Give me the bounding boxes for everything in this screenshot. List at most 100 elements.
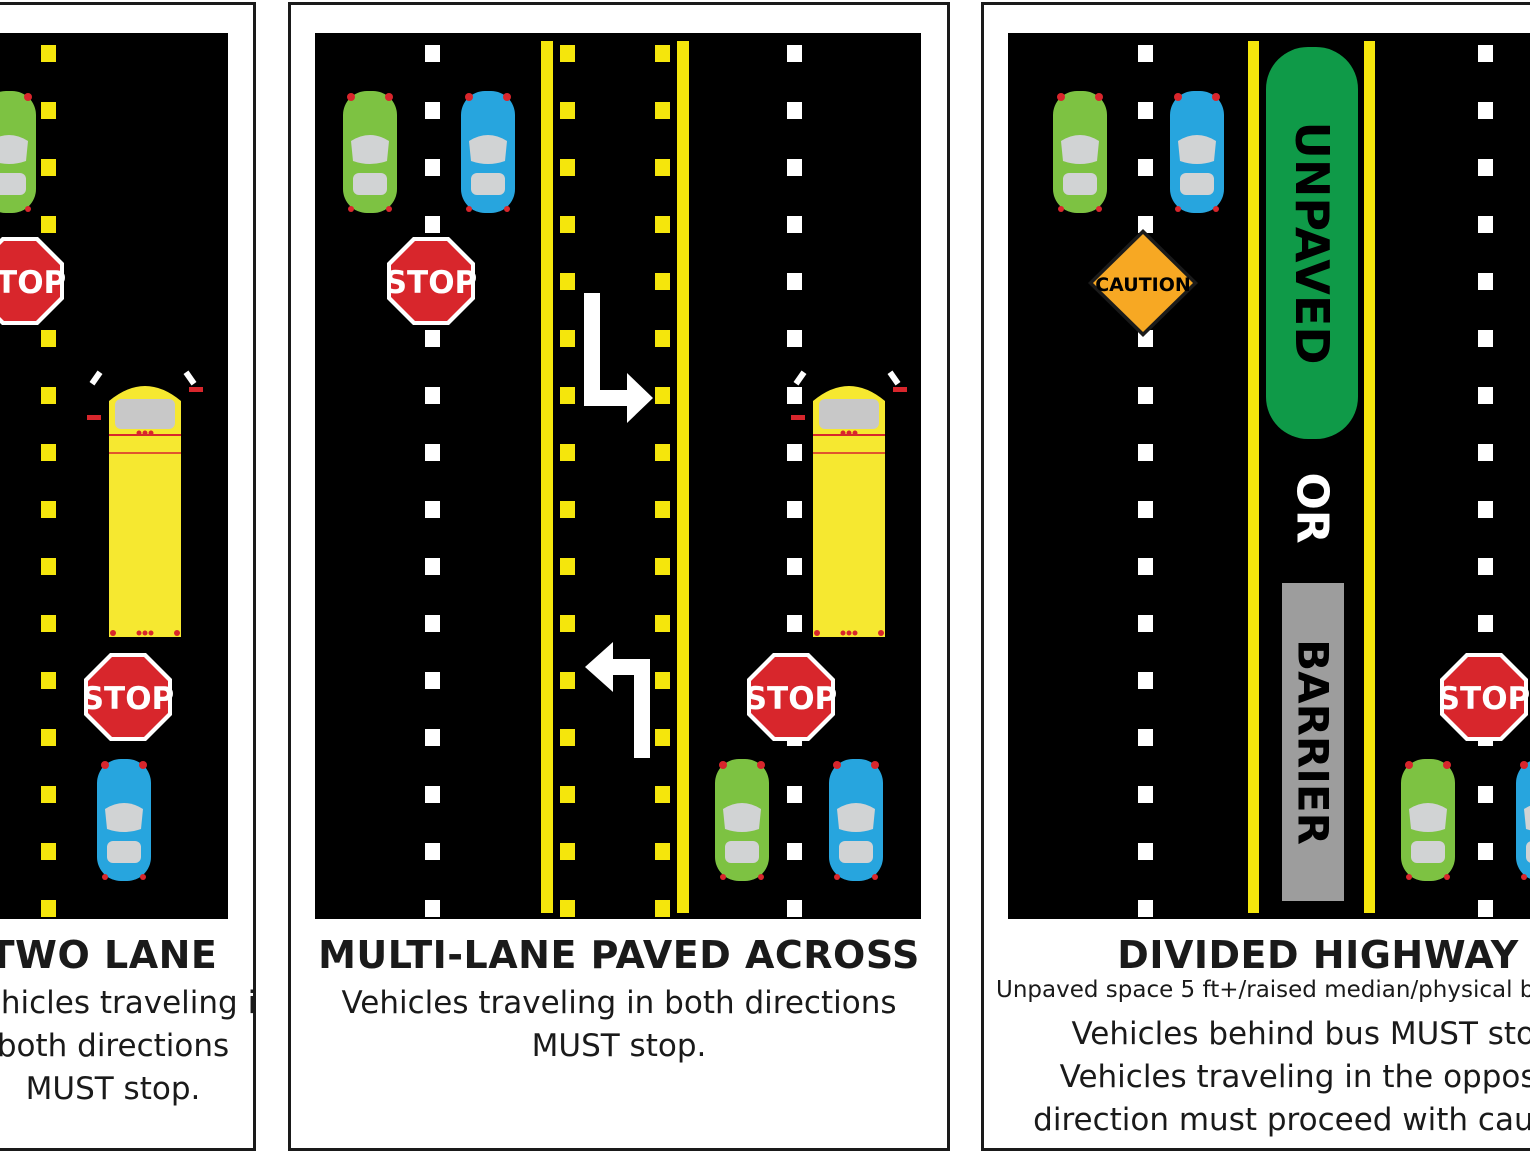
right-dashed-white-line bbox=[1478, 45, 1493, 917]
right-solid-yellow-line bbox=[1364, 41, 1375, 913]
lane-dash bbox=[41, 102, 56, 119]
description-line: Vehicles behind bus MUST stop. bbox=[1071, 1016, 1530, 1052]
panel-title: MULTI-LANE PAVED ACROSS bbox=[318, 933, 920, 977]
lane-dash bbox=[655, 558, 670, 575]
road-divided-highway: UNPAVED OR BARRIER CAUTION bbox=[1008, 33, 1530, 919]
lane-dash bbox=[1138, 444, 1153, 461]
lane-dash bbox=[787, 387, 802, 404]
lane-dash bbox=[655, 216, 670, 233]
road-multi-lane bbox=[315, 33, 921, 919]
lane-dash bbox=[41, 843, 56, 860]
lane-dash bbox=[425, 501, 440, 518]
lane-dash bbox=[655, 786, 670, 803]
panel-description: Vehicles traveling in both directions MU… bbox=[291, 982, 947, 1068]
lane-dash bbox=[787, 843, 802, 860]
description-line: MUST stop. bbox=[25, 1071, 201, 1107]
turn-lane-dashed-yellow-lines bbox=[560, 45, 670, 917]
lane-dash bbox=[1138, 786, 1153, 803]
right-dashed-white-line bbox=[787, 45, 802, 917]
lane-dash bbox=[655, 330, 670, 347]
right-solid-yellow-line bbox=[677, 41, 689, 913]
unpaved-median: UNPAVED bbox=[1266, 47, 1358, 439]
blue-car-icon bbox=[461, 91, 515, 213]
lane-dash bbox=[1138, 159, 1153, 176]
lane-dash bbox=[560, 273, 575, 290]
lane-dash bbox=[425, 444, 440, 461]
lane-dash bbox=[425, 387, 440, 404]
stop-sign-icon bbox=[744, 653, 838, 741]
lane-dash bbox=[1478, 102, 1493, 119]
lane-dash bbox=[425, 216, 440, 233]
description-line: Vehicles traveling in both directions bbox=[341, 985, 897, 1021]
lane-dash bbox=[655, 273, 670, 290]
lane-dash bbox=[655, 900, 670, 917]
green-car-icon bbox=[1053, 91, 1107, 213]
lane-dash bbox=[1138, 501, 1153, 518]
lane-dash bbox=[787, 444, 802, 461]
lane-dash bbox=[41, 729, 56, 746]
lane-dash bbox=[1478, 786, 1493, 803]
description-line: MUST stop. bbox=[531, 1028, 707, 1064]
lane-dash bbox=[787, 615, 802, 632]
caution-sign-label: CAUTION bbox=[1095, 274, 1191, 296]
lane-dash bbox=[1478, 45, 1493, 62]
lane-dash bbox=[1138, 216, 1153, 233]
lane-dash bbox=[41, 45, 56, 62]
description-line: both directions bbox=[0, 1028, 230, 1064]
lane-dash bbox=[560, 102, 575, 119]
lane-dash bbox=[787, 102, 802, 119]
center-dashed-yellow-line bbox=[41, 45, 56, 917]
lane-dash bbox=[425, 159, 440, 176]
school-bus-icon bbox=[790, 369, 908, 638]
lane-dash bbox=[787, 330, 802, 347]
lane-dash bbox=[787, 786, 802, 803]
median-label-barrier: BARRIER bbox=[1289, 639, 1338, 845]
lane-dash bbox=[41, 387, 56, 404]
road-divided-drawing: UNPAVED OR BARRIER CAUTION bbox=[1053, 41, 1530, 917]
description-line: Vehicles traveling in the opposite bbox=[1059, 1059, 1530, 1095]
lane-dash bbox=[787, 159, 802, 176]
lane-dash bbox=[655, 45, 670, 62]
lane-dash bbox=[1478, 330, 1493, 347]
lane-dash bbox=[560, 216, 575, 233]
panel-multi-lane: MULTI-LANE PAVED ACROSS Vehicles traveli… bbox=[288, 2, 950, 1151]
panel-subtitle: Unpaved space 5 ft+/raised median/physic… bbox=[996, 977, 1530, 1003]
left-solid-yellow-line bbox=[541, 41, 553, 913]
lane-dash bbox=[1138, 387, 1153, 404]
lane-dash bbox=[41, 900, 56, 917]
panel-divided-highway: UNPAVED OR BARRIER CAUTION DIVIDED HIGHW… bbox=[981, 2, 1530, 1151]
lane-dash bbox=[560, 843, 575, 860]
lane-dash bbox=[655, 444, 670, 461]
lane-dash bbox=[655, 102, 670, 119]
lane-dash bbox=[787, 558, 802, 575]
lane-dash bbox=[425, 102, 440, 119]
lane-dash bbox=[655, 387, 670, 404]
lane-dash bbox=[41, 330, 56, 347]
lane-dash bbox=[560, 558, 575, 575]
lane-dash bbox=[425, 615, 440, 632]
lane-dash bbox=[1138, 729, 1153, 746]
blue-car-icon bbox=[97, 759, 151, 881]
stop-sign-icon bbox=[81, 653, 175, 741]
lane-dash bbox=[41, 216, 56, 233]
lane-dash bbox=[787, 45, 802, 62]
lane-dash bbox=[1478, 558, 1493, 575]
lane-dash bbox=[1138, 672, 1153, 689]
lane-dash bbox=[41, 558, 56, 575]
lane-dash bbox=[655, 615, 670, 632]
lane-dash bbox=[1478, 159, 1493, 176]
lane-dash bbox=[425, 45, 440, 62]
panel-two-lane: TWO LANE Vehicles traveling in both dire… bbox=[0, 2, 256, 1151]
stop-sign-icon bbox=[384, 237, 478, 325]
lane-dash bbox=[41, 786, 56, 803]
lane-dash bbox=[1478, 900, 1493, 917]
lane-dash bbox=[1138, 615, 1153, 632]
lane-dash bbox=[1138, 843, 1153, 860]
lane-dash bbox=[655, 672, 670, 689]
lane-dash bbox=[560, 387, 575, 404]
lane-dash bbox=[1478, 216, 1493, 233]
lane-dash bbox=[41, 501, 56, 518]
lane-dash bbox=[1138, 45, 1153, 62]
lane-dash bbox=[1478, 615, 1493, 632]
turn-arrow-icon bbox=[585, 642, 650, 758]
